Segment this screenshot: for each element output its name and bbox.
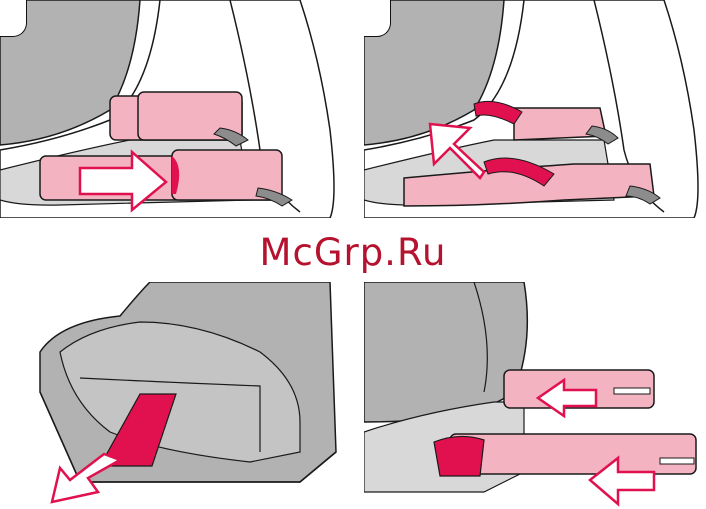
connector-release-straps-illustration: [364, 0, 706, 218]
panel-corner-tab: [364, 0, 391, 37]
panel-corner-tab: [0, 0, 27, 37]
seat-pull-strap-illustration: [0, 282, 342, 509]
connector-retract-illustration: [364, 282, 706, 509]
connector-slide-in-illustration: [0, 0, 342, 218]
watermark-text: McGrp.Ru: [0, 234, 706, 271]
